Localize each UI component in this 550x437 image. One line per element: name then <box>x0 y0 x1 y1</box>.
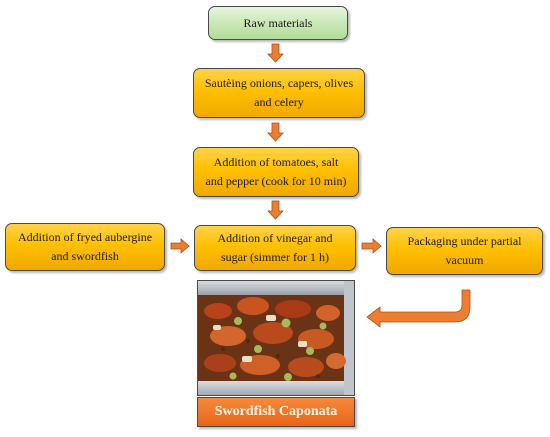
step-packaging: Packaging under partial vacuum <box>386 227 543 275</box>
step-aubergine-label: Addition of fryed aubergine and swordfis… <box>17 230 153 263</box>
caponata-photo-drawing <box>198 281 354 395</box>
step-tomatoes: Addition of tomatoes, salt and pepper (c… <box>193 147 359 197</box>
step-sauteing-label: Sautèing onions, capers, olives and cele… <box>204 76 354 109</box>
arrow-down-1 <box>267 43 284 63</box>
step-raw-materials: Raw materials <box>208 6 348 40</box>
arrow-right-2 <box>361 238 382 254</box>
step-raw-materials-label: Raw materials <box>243 15 313 30</box>
arrow-right-1 <box>170 238 190 254</box>
arrow-down-2 <box>267 122 284 142</box>
step-aubergine: Addition of fryed aubergine and swordfis… <box>5 223 165 271</box>
step-packaging-label: Packaging under partial vacuum <box>407 234 522 267</box>
step-vinegar-label: Addition of vinegar and sugar (simmer fo… <box>217 231 333 264</box>
arrow-down-3 <box>267 200 284 220</box>
product-name-label: Swordfish Caponata <box>214 404 338 419</box>
caponata-photo <box>197 280 355 396</box>
step-sauteing: Sautèing onions, capers, olives and cele… <box>193 68 365 118</box>
step-tomatoes-label: Addition of tomatoes, salt and pepper (c… <box>205 155 347 188</box>
product-name: Swordfish Caponata <box>197 397 355 427</box>
step-vinegar: Addition of vinegar and sugar (simmer fo… <box>194 225 356 271</box>
arrow-curved <box>366 289 471 328</box>
